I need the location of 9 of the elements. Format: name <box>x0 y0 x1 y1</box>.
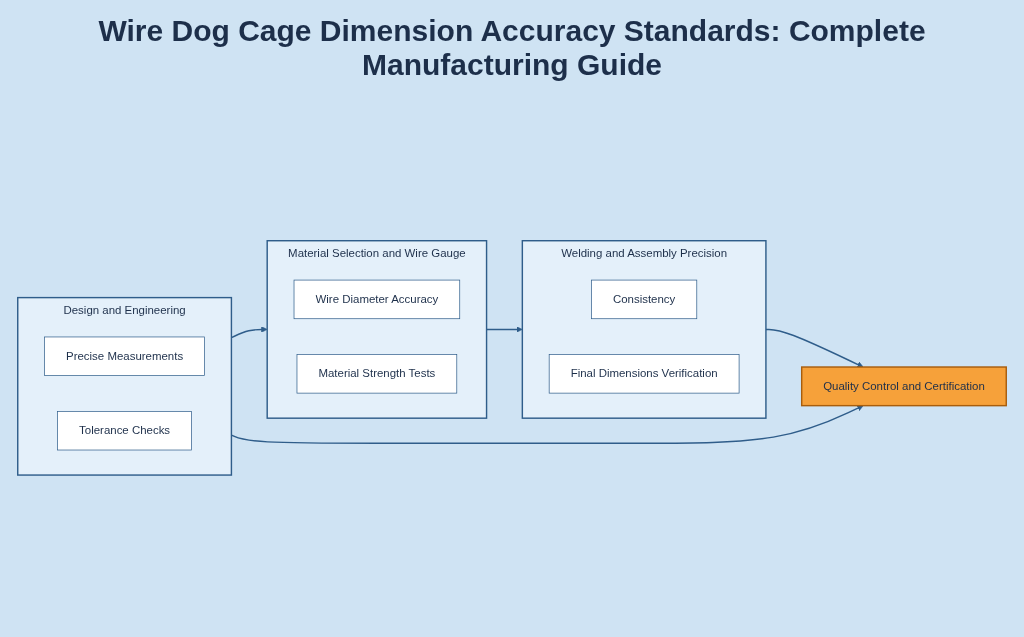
node-box: Tolerance Checks <box>57 411 192 451</box>
node-box: Final Dimensions Verification <box>548 354 740 394</box>
title: Wire Dog Cage Dimension Accuracy Standards: Complete Manufacturing Guide <box>97 14 927 82</box>
node-box: Precise Measurements <box>44 336 205 377</box>
node-box: Wire Diameter Accuracy <box>293 279 461 320</box>
node-box: Quality Control and Certification <box>801 366 1007 407</box>
arrow <box>765 328 864 368</box>
node-box: Material Strength Tests <box>296 354 458 394</box>
node-box: Consistency <box>591 279 698 320</box>
